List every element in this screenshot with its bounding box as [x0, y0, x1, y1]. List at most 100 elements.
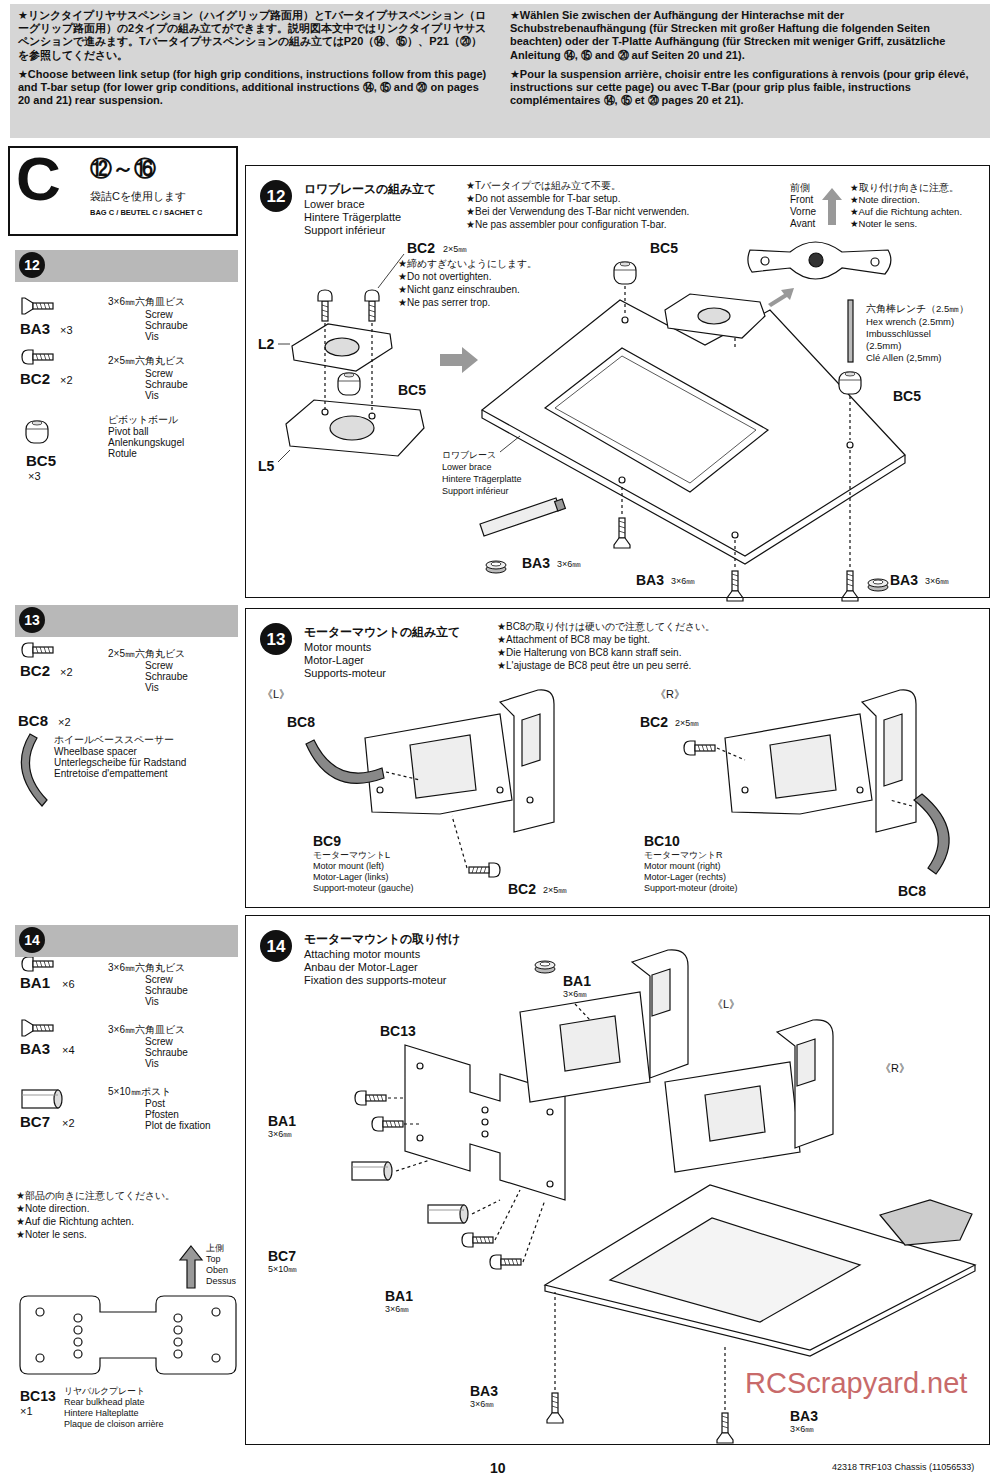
lower-brace-illustration — [624, 286, 625, 316]
heading-text: BAG C / BEUTEL C / SACHET C — [90, 208, 202, 217]
mount-attach-illustration — [610, 1218, 860, 1322]
lower-brace-illustration — [482, 300, 905, 556]
step-number: 12 — [19, 252, 45, 278]
part-text: 《L》 — [262, 688, 290, 701]
note-text: ★Note direction. — [850, 194, 920, 205]
part-text: 3×6㎜ — [470, 1399, 494, 1410]
mount-attach-illustration — [547, 1181, 553, 1187]
parts-icons — [21, 734, 47, 806]
part-code: BC8 — [898, 883, 926, 900]
step-number: 13 — [260, 623, 292, 655]
mount-attach-illustration — [797, 1039, 815, 1086]
part-code: BA3 — [522, 555, 550, 572]
part-text: Motor-Lager (links) — [313, 872, 389, 883]
step-band: 13 — [15, 605, 238, 637]
note-text: ★BC8の取り付けは硬いので注意してください。 — [497, 621, 715, 633]
step-number: 12 — [260, 180, 292, 212]
part-code: BA3 — [790, 1408, 818, 1425]
part-text: Motor mount (left) — [313, 861, 384, 872]
note-text: ★Nicht ganz einschrauben. — [398, 284, 520, 296]
part-text: Schraube — [145, 985, 188, 997]
part-text: Screw — [145, 309, 173, 321]
motor-mount-illustration — [862, 690, 916, 832]
lower-brace-illustration — [338, 373, 360, 395]
part-text: ×1 — [20, 1405, 33, 1418]
part-text: Schraube — [145, 320, 188, 332]
lower-brace-illustration — [622, 449, 850, 567]
part-text: ×2 — [60, 666, 73, 679]
note-text: ★Noter le sens. — [16, 1229, 87, 1241]
mount-attach-illustration — [560, 1016, 620, 1071]
part-text: ×2 — [58, 716, 71, 729]
mount-attach-illustration — [652, 969, 670, 1016]
lower-brace-illustration — [440, 347, 478, 373]
bag-box: C⑫～⑯袋詰Cを使用しますBAG C / BEUTEL C / SACHET C — [8, 146, 238, 236]
lower-brace-illustration — [330, 416, 374, 440]
note-text: ★リンクタイプリヤサスペンション（ハイグリップ路面用）とTバータイプサスペンショ… — [18, 9, 488, 62]
part-code: BC9 — [313, 833, 341, 850]
parts-icons — [36, 1354, 44, 1362]
note-text: ★Ne pas assembler pour configuration T-b… — [466, 219, 667, 231]
lower-brace-illustration — [614, 262, 636, 284]
part-text: Clé Allen (2,5mm) — [866, 352, 942, 363]
part-text: Entretoise d'empattement — [54, 768, 168, 780]
part-text: リヤバルクプレート — [64, 1386, 145, 1397]
part-code: BA3 — [20, 320, 50, 338]
part-text: Motor-Lager (rechts) — [644, 872, 726, 883]
part-text: Schraube — [145, 1047, 188, 1059]
parts-icons — [174, 1338, 182, 1346]
mount-attach-illustration — [632, 950, 688, 1078]
part-text: Screw — [145, 368, 173, 380]
heading-text: Fixation des supports-moteur — [304, 974, 446, 987]
lower-brace-illustration — [325, 338, 359, 356]
parts-icons — [212, 1354, 220, 1362]
step-band: 14 — [15, 925, 238, 957]
lower-brace-illustration — [665, 294, 765, 338]
part-text: 《R》 — [880, 1062, 910, 1075]
part-code: L5 — [258, 458, 274, 475]
parts-icons — [74, 1326, 82, 1334]
lower-brace-illustration — [698, 308, 730, 324]
lower-brace-illustration — [727, 571, 743, 601]
part-text: Wheelbase spacer — [54, 746, 137, 758]
part-text: 2×5㎜ — [675, 718, 699, 729]
part-text: 六角棒レンチ（2.5㎜） — [866, 303, 969, 314]
part-code: BC5 — [650, 240, 678, 257]
lower-brace-illustration — [619, 477, 625, 483]
part-code: BA1 — [385, 1288, 413, 1305]
motor-mount-illustration — [306, 740, 384, 783]
mount-attach-illustration — [482, 1131, 488, 1137]
part-text: ×3 — [28, 470, 41, 483]
lower-brace-illustration — [848, 300, 853, 362]
part-text: Rear bulkhead plate — [64, 1397, 145, 1408]
note-text: ★Ne pas serrer trop. — [398, 297, 490, 309]
part-text: Plaque de cloison arrière — [64, 1419, 164, 1430]
heading-text: ロワブレースの組み立て — [304, 182, 436, 196]
part-text: Vis — [145, 331, 159, 343]
mount-attach-illustration — [880, 1200, 972, 1245]
parts-icons — [174, 1326, 182, 1334]
lower-brace-illustration — [842, 571, 858, 601]
lower-brace-illustration — [278, 254, 404, 462]
mount-attach-illustration — [545, 1185, 975, 1350]
lower-brace-illustration — [847, 442, 853, 448]
motor-mount-illustration — [469, 863, 500, 877]
document-code: 42318 TRF103 Chassis (11056533) — [832, 1462, 974, 1473]
part-text: ピボットボール — [108, 414, 178, 426]
lower-brace-illustration — [868, 579, 888, 591]
mount-attach-illustration — [547, 1393, 563, 1423]
heading-text: Anbau der Motor-Lager — [304, 961, 418, 974]
step-panel: 14モーターマウントの取り付けAttaching motor mountsAnb… — [245, 915, 990, 1445]
motor-mount-illustration — [365, 714, 512, 814]
parts-icons — [74, 1350, 82, 1358]
part-text: 3×6㎜六角皿ビス — [108, 296, 185, 308]
parts-icons — [22, 643, 53, 657]
part-text: 3×6㎜六角丸ビス — [108, 962, 185, 974]
heading-text: Lower brace — [304, 198, 365, 211]
lower-brace-illustration — [734, 338, 735, 350]
part-code: BA3 — [20, 1040, 50, 1058]
part-text: 3×6㎜ — [268, 1129, 292, 1140]
motor-mount-illustration — [684, 741, 715, 755]
parts-icons — [22, 1020, 53, 1036]
mount-attach-illustration — [355, 1091, 386, 1105]
